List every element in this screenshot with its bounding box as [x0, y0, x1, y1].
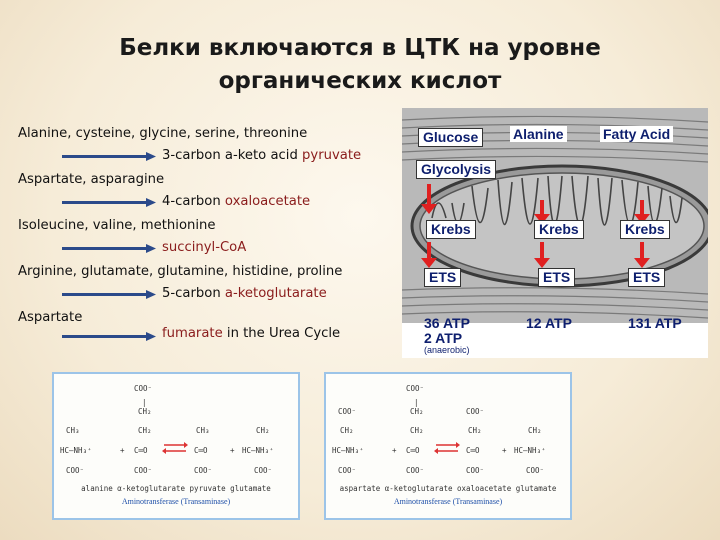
label-alanine: Alanine	[510, 126, 567, 142]
transamination-scheme-aspartate: COO⁻ | COO⁻ CH₂ COO⁻ CH₂ CH₂ CH₂ CH₂ HC—…	[324, 372, 572, 520]
product-label: 4-carbon oxaloacetate	[162, 194, 311, 209]
atp-yield-glucose: 36 ATP	[424, 315, 470, 331]
bond-line: |	[142, 398, 147, 407]
formula-text: CH₂	[410, 426, 424, 435]
formula-text: HC—NH₃⁺	[60, 446, 92, 455]
formula-text: COO⁻	[466, 466, 485, 475]
formula-text: COO⁻	[134, 466, 153, 475]
formula-text: COO⁻	[466, 407, 485, 416]
formula-text: CH₃	[66, 426, 80, 435]
formula-text: COO⁻	[526, 466, 545, 475]
formula-text: COO⁻	[194, 466, 213, 475]
formula-text: C═O	[194, 446, 208, 455]
compound-names: aspartate α-ketoglutarate oxaloacetate g…	[339, 484, 557, 493]
source-amino-acids: Alanine, cysteine, glycine, serine, thre…	[18, 126, 308, 141]
formula-text: HC—NH₃⁺	[514, 446, 546, 455]
plus-sign: +	[392, 446, 397, 455]
product-key: pyruvate	[302, 148, 362, 163]
label-ets-3: ETS	[628, 268, 666, 287]
formula-text: COO⁻	[254, 466, 273, 475]
enzyme-name: Aminotransferase (Transaminase)	[393, 497, 503, 506]
arrow-icon	[62, 244, 156, 253]
label-fatty-acid: Fatty Acid	[600, 126, 674, 142]
formula-text: CH₂	[138, 407, 152, 416]
equilibrium-arrow-icon	[434, 442, 460, 454]
formula-text: COO⁻	[134, 384, 153, 393]
formula-text: COO⁻	[66, 466, 85, 475]
formula-text: COO⁻	[338, 407, 357, 416]
bond-line: |	[414, 398, 419, 407]
label-krebs-2: Krebs	[534, 220, 584, 239]
formula-text: COO⁻	[338, 466, 357, 475]
formula-text: COO⁻	[406, 384, 425, 393]
product-key: fumarate	[162, 326, 223, 341]
formula-text: CH₂	[528, 426, 542, 435]
source-amino-acids: Aspartate	[18, 310, 83, 325]
formula-text: CH₂	[138, 426, 152, 435]
formula-text: C═O	[134, 446, 148, 455]
atp-yield-fatty-acid: 131 ATP	[628, 315, 682, 331]
arrow-icon	[62, 290, 156, 299]
formula-text: HC—NH₃⁺	[332, 446, 364, 455]
formula-text: C═O	[406, 446, 420, 455]
product-label: fumarate in the Urea Cycle	[162, 326, 341, 341]
product-label: 5-carbon a-ketoglutarate	[162, 286, 327, 301]
source-amino-acids: Isoleucine, valine, methionine	[18, 218, 216, 233]
arrow-icon	[62, 198, 156, 207]
formula-text: COO⁻	[406, 466, 425, 475]
atp-yield-anaerobic: 2 ATP	[424, 330, 463, 346]
arrow-icon	[62, 152, 156, 161]
enzyme-name: Aminotransferase (Transaminase)	[121, 497, 231, 506]
equilibrium-arrow-icon	[162, 442, 188, 454]
slide-title: Белки включаются в ЦТК на уровне органич…	[90, 32, 630, 98]
transamination-scheme-alanine: COO⁻ | CH₂ CH₃ CH₂ CH₃ CH₂ HC—NH₃⁺ + C═O…	[52, 372, 300, 520]
label-ets-2: ETS	[538, 268, 576, 287]
label-glycolysis: Glycolysis	[416, 160, 497, 179]
anaerobic-note: (anaerobic)	[424, 345, 470, 355]
label-krebs-3: Krebs	[620, 220, 670, 239]
atp-yield-alanine: 12 ATP	[526, 315, 572, 331]
title-line-2: органических кислот	[218, 68, 502, 94]
formula-text: HC—NH₃⁺	[242, 446, 274, 455]
compound-names: alanine α-ketoglutarate pyruvate glutama…	[81, 484, 271, 493]
source-amino-acids: Aspartate, asparagine	[18, 172, 165, 187]
title-line-1: Белки включаются в ЦТК на уровне	[119, 35, 601, 61]
label-ets-1: ETS	[424, 268, 462, 287]
label-glucose: Glucose	[418, 128, 484, 147]
source-amino-acids: Arginine, glutamate, glutamine, histidin…	[18, 264, 343, 279]
plus-sign: +	[230, 446, 235, 455]
plus-sign: +	[502, 446, 507, 455]
formula-text: CH₂	[256, 426, 270, 435]
plus-sign: +	[120, 446, 125, 455]
formula-text: CH₃	[196, 426, 210, 435]
formula-text: CH₂	[468, 426, 482, 435]
product-label: 3-carbon a-keto acid pyruvate	[162, 148, 362, 163]
label-krebs-1: Krebs	[426, 220, 476, 239]
arrow-icon	[62, 332, 156, 341]
mitochondrion-figure: Glucose Alanine Fatty Acid Glycolysis Kr…	[402, 108, 708, 358]
product-key: a-ketoglutarate	[224, 286, 327, 301]
product-label: succinyl-CoA	[162, 240, 246, 255]
product-key: oxaloacetate	[224, 194, 311, 209]
product-key: succinyl-CoA	[162, 240, 247, 255]
formula-text: C═O	[466, 446, 480, 455]
formula-text: CH₂	[340, 426, 354, 435]
formula-text: CH₂	[410, 407, 424, 416]
